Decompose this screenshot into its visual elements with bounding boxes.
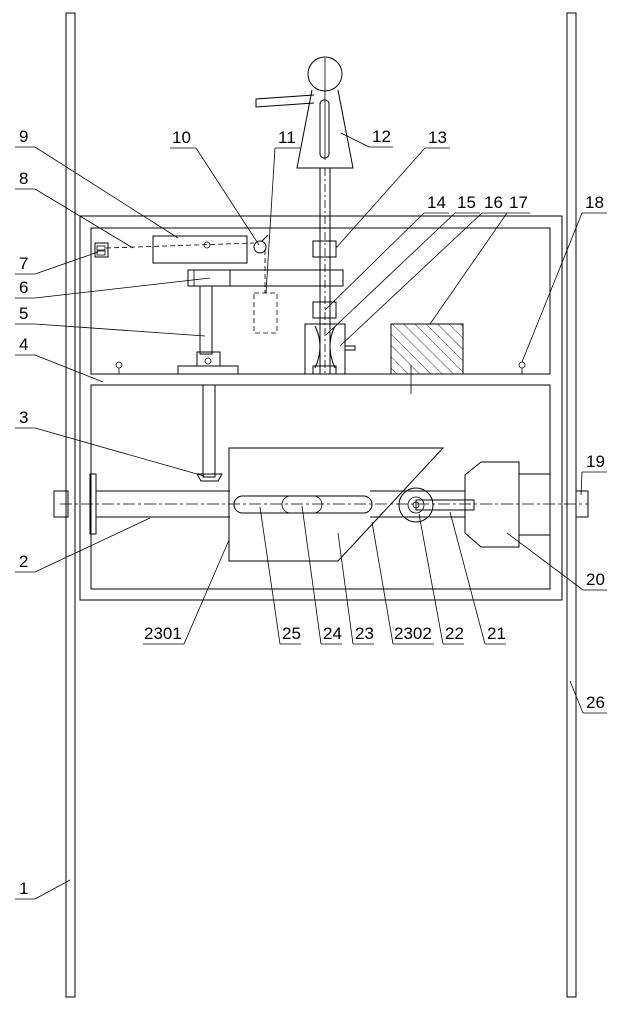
label-3: 3 <box>19 408 28 427</box>
roller-rod <box>415 499 475 511</box>
slider-pin <box>281 495 323 514</box>
vertical-shaft <box>304 168 356 375</box>
dashed-block <box>253 292 278 334</box>
label-8: 8 <box>19 169 28 188</box>
label-26: 26 <box>586 693 605 712</box>
label-21: 21 <box>487 624 506 643</box>
label-2: 2 <box>19 552 28 571</box>
actuator <box>464 461 551 548</box>
push-rod <box>196 384 223 482</box>
label-25: 25 <box>282 624 301 643</box>
hatched-block <box>390 323 464 375</box>
label-19: 19 <box>586 452 605 471</box>
label-12: 12 <box>372 127 391 146</box>
pin-left <box>115 361 123 369</box>
pin-right <box>518 361 526 369</box>
wedge-block <box>228 447 445 562</box>
label-15: 15 <box>457 193 476 212</box>
motor-box <box>152 235 248 264</box>
label-13: 13 <box>428 128 447 147</box>
label-4: 4 <box>19 335 28 354</box>
spring-sensor <box>253 240 267 254</box>
label-5: 5 <box>19 304 28 323</box>
label-22: 22 <box>445 624 464 643</box>
label-1: 1 <box>19 879 28 898</box>
lower-compartment <box>90 384 551 590</box>
label-17: 17 <box>509 193 528 212</box>
label-16: 16 <box>484 193 503 212</box>
left-rail <box>65 12 76 998</box>
label-6: 6 <box>19 278 28 297</box>
label-2301: 2301 <box>144 624 182 643</box>
label-24: 24 <box>323 624 342 643</box>
roller <box>398 487 434 523</box>
handle-assembly <box>255 56 354 169</box>
label-2302: 2302 <box>394 624 432 643</box>
link-rod <box>177 285 239 375</box>
outer-frame <box>79 215 563 601</box>
label-7: 7 <box>19 254 28 273</box>
label-23: 23 <box>355 624 374 643</box>
label-11: 11 <box>278 128 296 147</box>
label-9: 9 <box>19 127 28 146</box>
limit-switch <box>94 242 109 258</box>
lever-bar <box>187 269 344 287</box>
right-rail <box>566 12 577 998</box>
leader-lines <box>15 132 607 900</box>
part-labels: 1 2 3 4 5 6 7 8 9 10 11 12 13 14 15 16 1… <box>19 127 605 898</box>
label-10: 10 <box>172 128 191 147</box>
label-14: 14 <box>427 193 446 212</box>
label-20: 20 <box>586 570 605 589</box>
horizontal-shaft <box>53 473 589 535</box>
label-18: 18 <box>585 193 604 212</box>
